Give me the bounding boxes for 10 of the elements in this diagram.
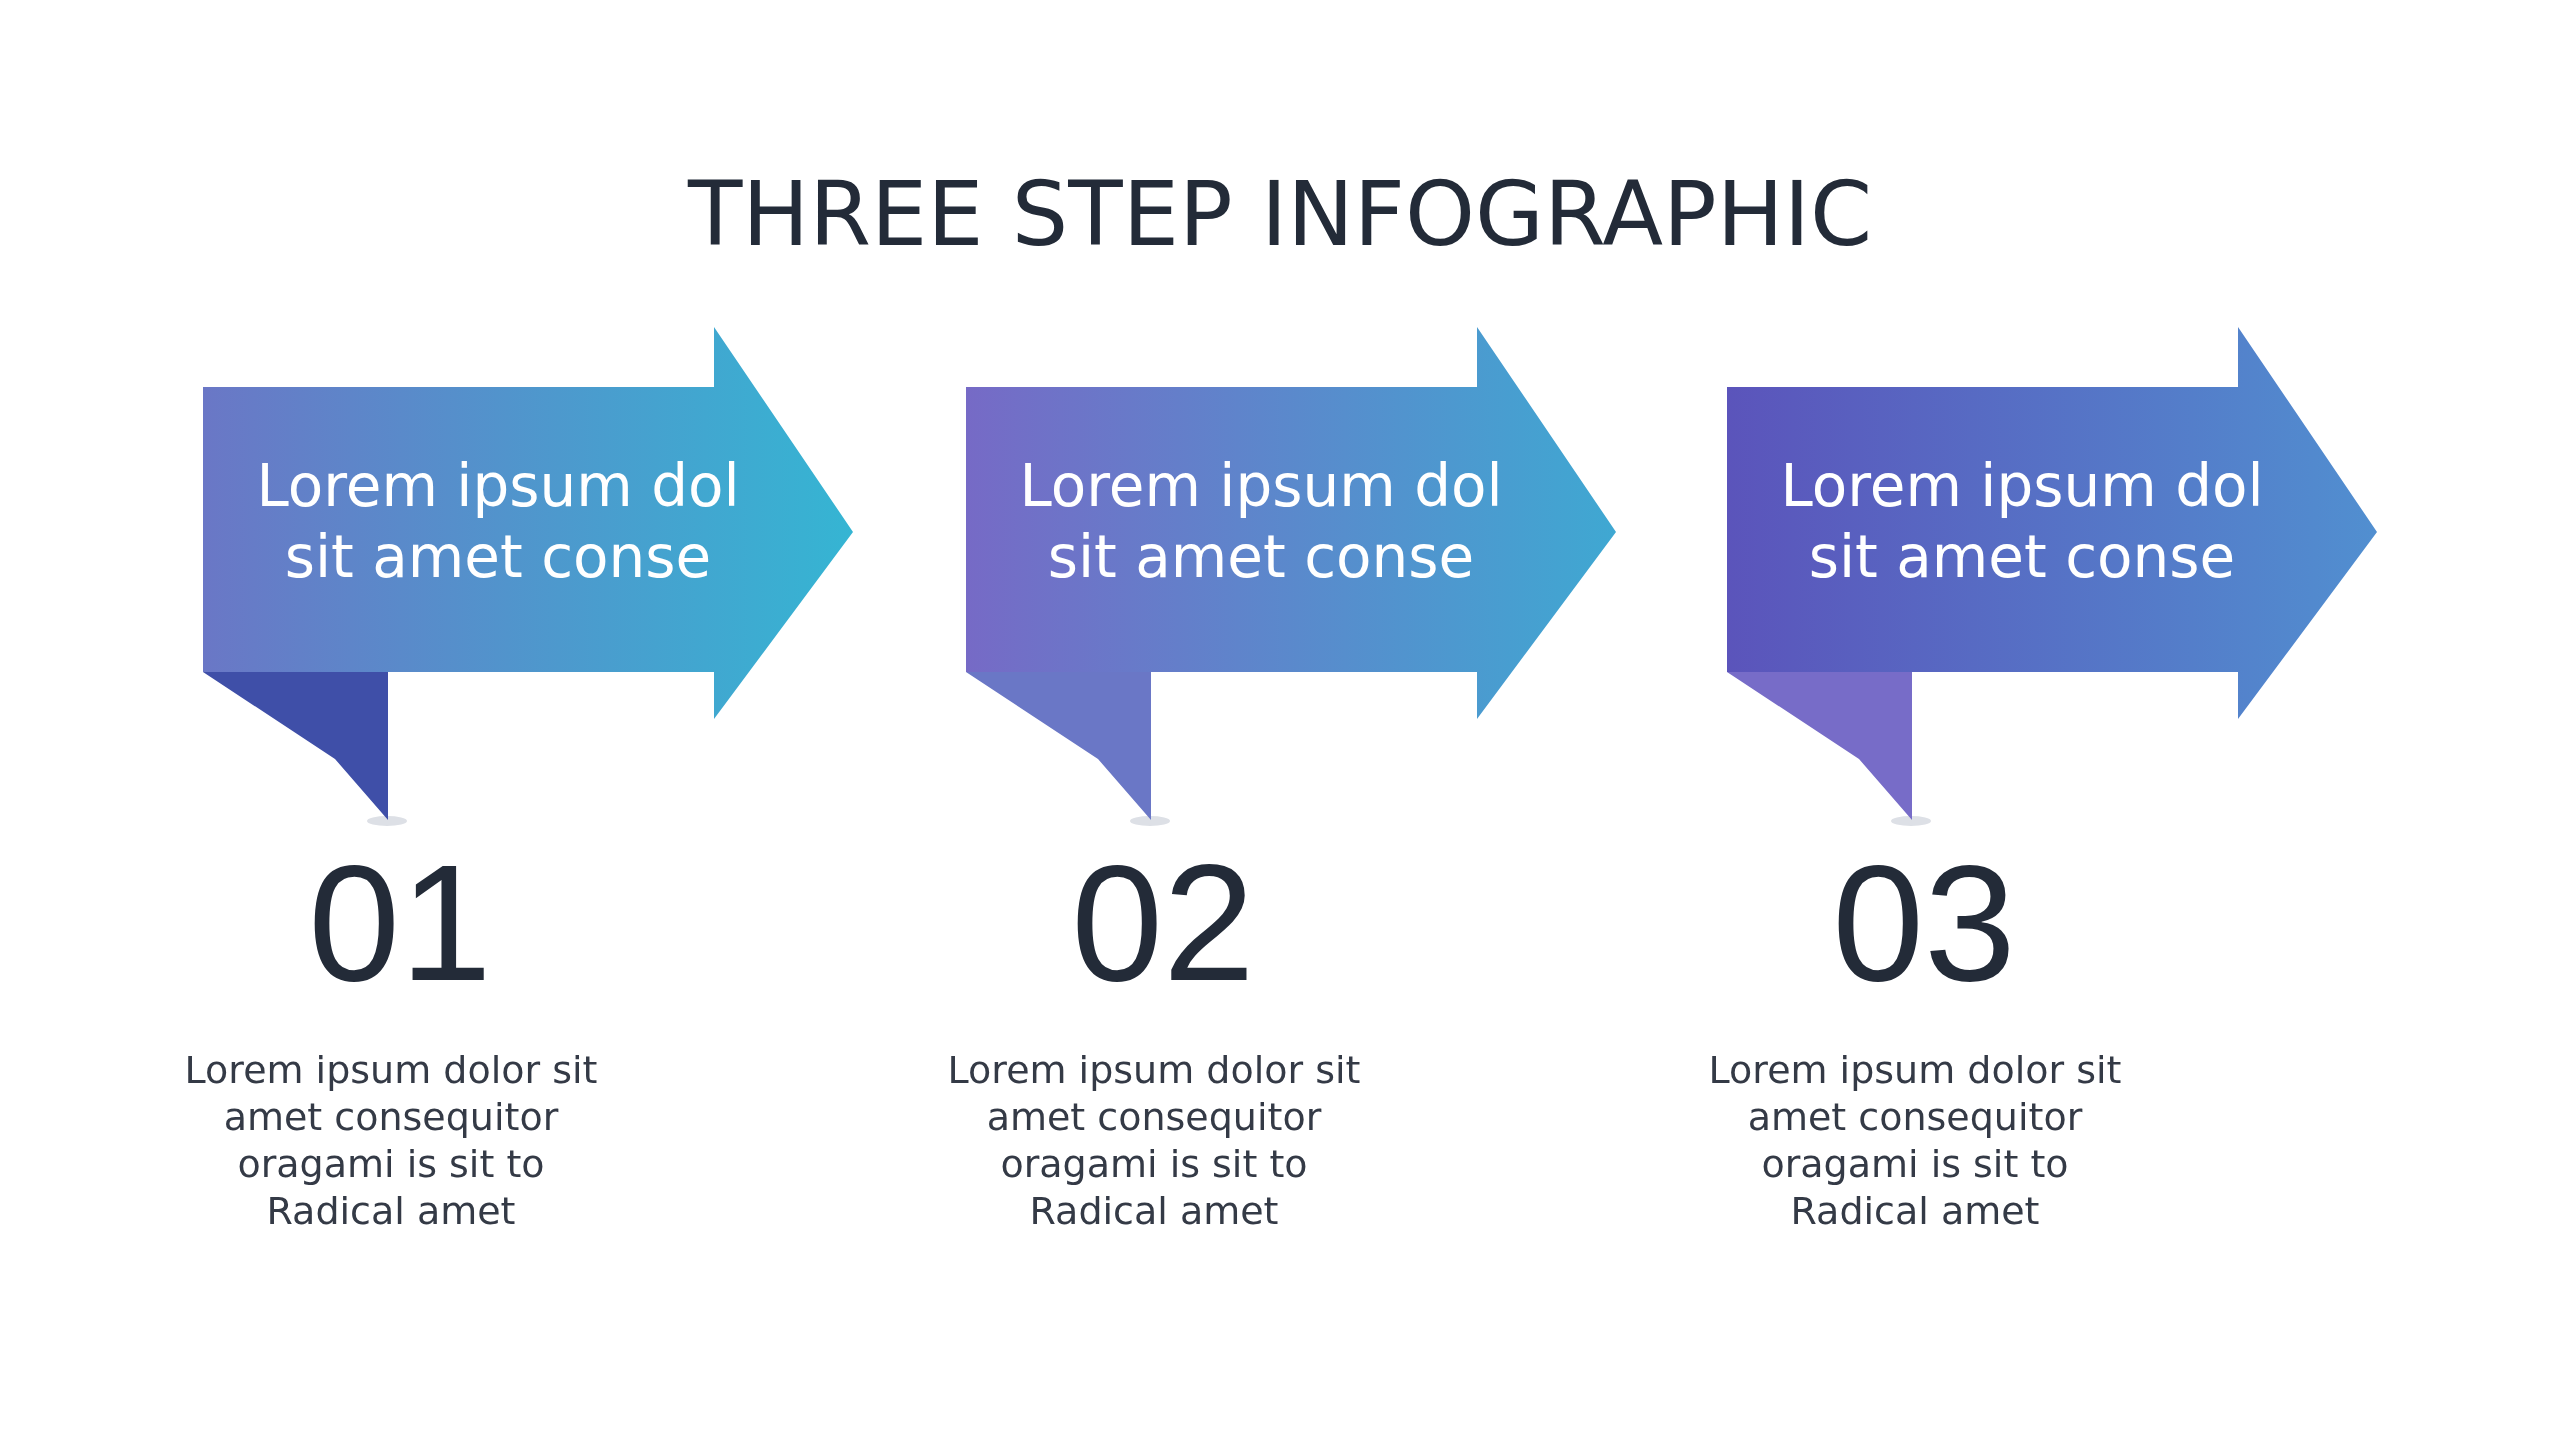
- banner-text: Lorem ipsum dol sit amet conse: [1018, 450, 1504, 593]
- step-description: Lorem ipsum dolor sit amet consequitor oragami is sit to Radical amet: [946, 1047, 1362, 1235]
- step-number: 01: [308, 841, 492, 1006]
- title: THREE STEP INFOGRAPHIC: [687, 170, 1873, 259]
- step-description: Lorem ipsum dolor sit amet consequitor oragami is sit to Radical amet: [1707, 1047, 2123, 1235]
- step-description: Lorem ipsum dolor sit amet consequitor oragami is sit to Radical amet: [183, 1047, 599, 1235]
- step-number: 02: [1071, 841, 1255, 1006]
- step-number: 03: [1832, 841, 2016, 1006]
- banner-text: Lorem ipsum dol sit amet conse: [1779, 450, 2265, 593]
- banner-text: Lorem ipsum dol sit amet conse: [255, 450, 741, 593]
